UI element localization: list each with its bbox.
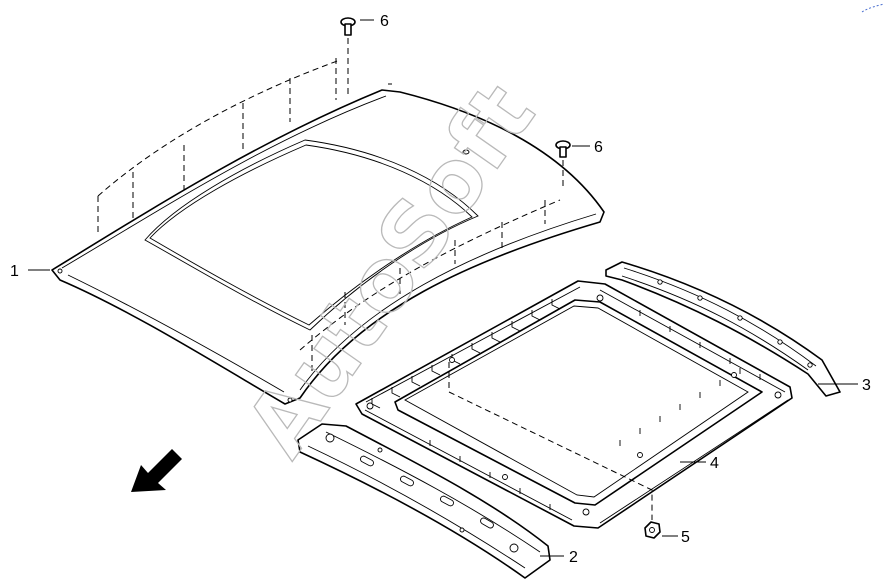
front-header-rail	[297, 423, 551, 579]
callout-4: 4	[710, 455, 719, 472]
assembly-guide-lines	[97, 38, 653, 520]
callout-3: 3	[862, 377, 871, 394]
rear-header-rail	[605, 261, 841, 397]
sunroof-reinforcement-frame	[355, 280, 793, 529]
nut-icon	[644, 521, 661, 539]
corner-mark	[861, 3, 885, 13]
callout-5: 5	[681, 529, 690, 546]
callout-6-top: 6	[380, 13, 389, 30]
roof-panel	[51, 89, 605, 405]
bolt-top-icon	[340, 17, 356, 36]
callout-2: 2	[569, 549, 578, 566]
callout-1: 1	[10, 263, 19, 280]
callout-6-right: 6	[594, 139, 603, 156]
front-arrow-icon	[131, 449, 182, 492]
bolt-right-icon	[555, 140, 571, 158]
leader-lines	[28, 19, 858, 557]
